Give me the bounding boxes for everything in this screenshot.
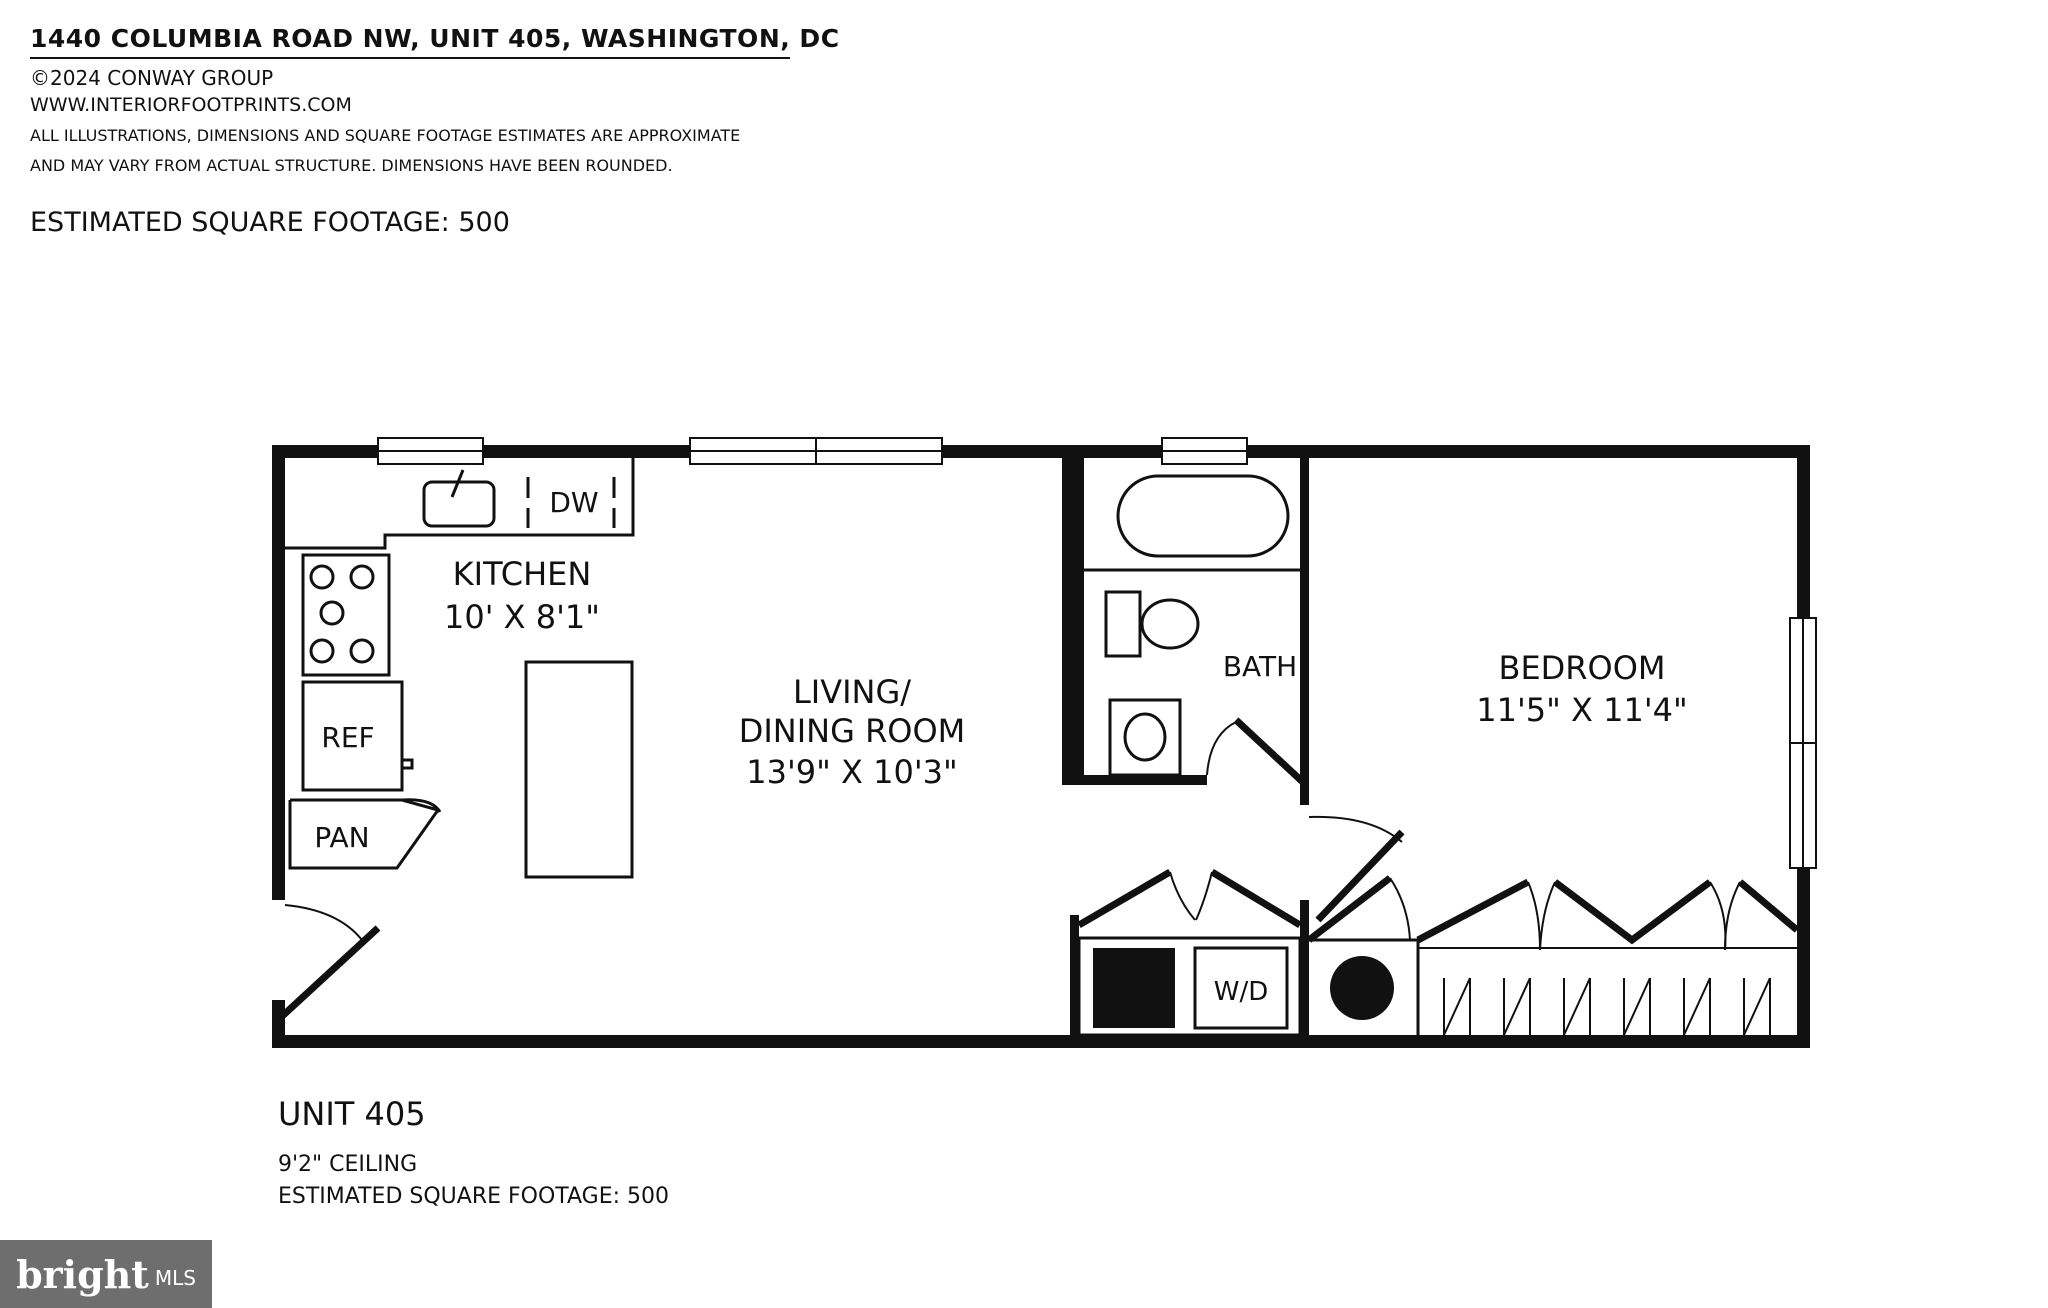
unit-title: UNIT 405 xyxy=(278,1095,426,1133)
bath-bedroom-wall xyxy=(1300,445,1309,795)
bedroom-name: BEDROOM xyxy=(1498,649,1665,687)
exterior-walls xyxy=(272,445,1810,1048)
pantry-outline xyxy=(288,798,441,870)
address-underline xyxy=(30,57,790,59)
pantry-label: PAN xyxy=(314,821,369,854)
entry-door xyxy=(275,904,381,1023)
kitchen-dimensions: 10' X 8'1" xyxy=(444,598,600,636)
ceiling-height: 9'2" CEILING xyxy=(278,1152,418,1177)
closet-divider-wall xyxy=(1300,900,1309,1048)
kitchen-island xyxy=(524,660,634,879)
vanity-icon xyxy=(1108,698,1182,777)
toilet-tank xyxy=(1104,590,1142,658)
bedroom-door xyxy=(1308,815,1405,923)
bathtub-icon xyxy=(1116,474,1290,558)
square-footage-header: ESTIMATED SQUARE FOOTAGE: 500 xyxy=(30,207,510,238)
bath-door xyxy=(1233,717,1309,788)
living-dimensions: 13'9" X 10'3" xyxy=(746,753,957,791)
stove-icon xyxy=(301,553,391,677)
washer-dryer-icon xyxy=(1193,946,1289,1030)
bath-fixtures xyxy=(1084,474,1309,788)
laundry-west-wall xyxy=(1070,915,1079,1040)
bath-name: BATH xyxy=(1223,650,1297,683)
kitchen-name: KITCHEN xyxy=(453,555,592,593)
watermark-suffix: MLS xyxy=(154,1266,196,1290)
mechanical-closet xyxy=(1306,875,1420,1035)
watermark-brand: bright xyxy=(16,1251,149,1297)
dishwasher-label: DW xyxy=(549,486,598,519)
bath-west-wall xyxy=(1062,445,1084,785)
west-wall-upper xyxy=(272,445,285,900)
property-address: 1440 COLUMBIA ROAD NW, UNIT 405, WASHING… xyxy=(30,24,840,53)
faucet-icon xyxy=(450,469,465,498)
water-heater-icon xyxy=(1093,948,1175,1028)
copyright-text: ©2024 CONWAY GROUP xyxy=(30,66,274,90)
square-footage-footer: ESTIMATED SQUARE FOOTAGE: 500 xyxy=(278,1184,670,1209)
closet-rod-hangers xyxy=(1443,977,1771,1036)
counter-edge xyxy=(285,458,635,550)
living-name-line-2: DINING ROOM xyxy=(739,712,966,750)
bedroom-dimensions: 11'5" X 11'4" xyxy=(1476,691,1687,729)
hvac-unit-icon xyxy=(1330,956,1394,1020)
windows xyxy=(377,437,1817,869)
bedroom-closet xyxy=(1416,878,1800,1036)
north-wall xyxy=(272,445,1810,458)
kitchen-counters xyxy=(285,458,635,879)
west-wall-lower xyxy=(272,1000,285,1048)
bath-south-wall xyxy=(1062,775,1207,785)
washer-dryer-label: W/D xyxy=(1214,977,1269,1007)
toilet-bowl xyxy=(1140,598,1200,650)
laundry-closet xyxy=(1077,868,1302,1037)
bath-wall-stub xyxy=(1300,775,1309,805)
website-text: WWW.INTERIORFOOTPRINTS.COM xyxy=(30,94,352,116)
disclaimer-line-2: AND MAY VARY FROM ACTUAL STRUCTURE. DIME… xyxy=(30,156,673,175)
south-wall xyxy=(272,1035,1810,1048)
living-name-line-1: LIVING/ xyxy=(793,673,911,711)
disclaimer-line-1: ALL ILLUSTRATIONS, DIMENSIONS AND SQUARE… xyxy=(30,126,741,145)
refrigerator-icon xyxy=(301,680,404,792)
sink-icon xyxy=(422,480,496,528)
bright-mls-watermark: bright MLS xyxy=(0,1240,212,1308)
refrigerator-label: REF xyxy=(321,721,374,754)
